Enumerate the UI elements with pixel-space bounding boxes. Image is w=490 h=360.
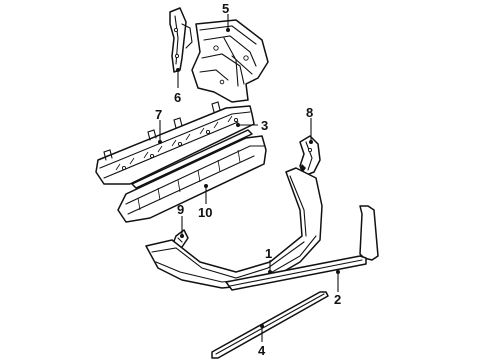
part-8-bracket bbox=[299, 135, 321, 177]
leader-10-dot bbox=[204, 184, 208, 188]
callout-4: 4 bbox=[258, 343, 266, 358]
leader-2-dot bbox=[336, 270, 340, 274]
part-4-lower-strip bbox=[211, 291, 329, 359]
callout-3: 3 bbox=[261, 118, 268, 133]
leader-9-dot bbox=[180, 234, 184, 238]
part-10-energy-absorber bbox=[117, 135, 267, 223]
callout-1: 1 bbox=[265, 246, 272, 261]
leader-1-dot bbox=[268, 270, 272, 274]
part-3-strip bbox=[131, 129, 253, 189]
callout-10: 10 bbox=[198, 205, 212, 220]
leader-3-dot bbox=[236, 123, 240, 127]
part-5-rear-panel bbox=[191, 19, 269, 103]
leader-4-dot bbox=[260, 324, 264, 328]
callout-9: 9 bbox=[177, 202, 184, 217]
callout-7: 7 bbox=[155, 107, 162, 122]
leaders bbox=[158, 14, 340, 342]
part-1-bumper-cover bbox=[145, 167, 323, 289]
part-6-bracket bbox=[169, 7, 193, 73]
callout-2: 2 bbox=[334, 292, 341, 307]
callouts: 5 6 7 3 8 9 10 1 2 4 bbox=[155, 1, 341, 358]
leader-7-dot bbox=[158, 140, 162, 144]
leader-5-dot bbox=[226, 28, 230, 32]
part-2-molding bbox=[225, 205, 379, 291]
callout-6: 6 bbox=[174, 90, 181, 105]
callout-8: 8 bbox=[306, 105, 313, 120]
leader-8-dot bbox=[309, 140, 313, 144]
callout-5: 5 bbox=[222, 1, 229, 16]
part-7-reinforcement bbox=[95, 101, 255, 185]
leader-6-dot bbox=[176, 68, 180, 72]
